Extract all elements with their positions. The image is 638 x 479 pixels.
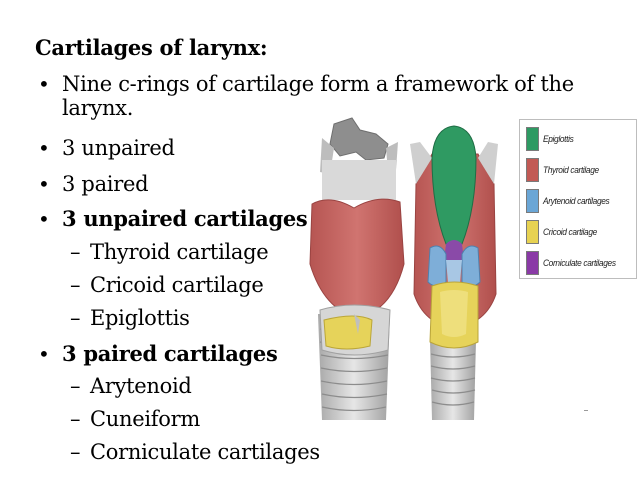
legend-item-epiglottis: Epiglottis (526, 126, 578, 152)
dash-glyph: – (70, 407, 81, 431)
larynx-front-view (309, 117, 405, 420)
subitem-thyroid: Thyroid cartilage (90, 240, 269, 264)
bullet-3-unpaired: 3 unpaired (62, 136, 175, 160)
bullet-paired-cartilages: 3 paired cartilages (62, 341, 278, 366)
legend-item-arytenoid: Arytenoid cartilages (526, 188, 618, 214)
bullet-3-paired: 3 paired (62, 172, 149, 196)
dash-glyph: – (70, 273, 81, 297)
subitem-cricoid: Cricoid cartilage (90, 273, 264, 297)
bullet-glyph: • (38, 342, 50, 366)
subitem-epiglottis: Epiglottis (90, 306, 190, 330)
decorative-mark (584, 410, 588, 411)
bullet-unpaired-cartilages: 3 unpaired cartilages (62, 206, 308, 231)
legend-item-cricoid: Cricoid cartilage (526, 219, 604, 245)
legend-label: Cricoid cartilage (543, 226, 597, 238)
bullet-glyph: • (38, 136, 50, 160)
larynx-illustration (309, 117, 498, 420)
subitem-arytenoid: Arytenoid (90, 374, 192, 398)
legend-swatch (526, 251, 539, 275)
slide-title: Cartilages of larynx: (35, 35, 268, 60)
legend-item-thyroid: Thyroid cartilage (526, 157, 606, 183)
legend-swatch (526, 189, 539, 213)
bullet-glyph: • (38, 72, 50, 96)
bullet-nine-rings: Nine c-rings of cartilage form a framewo… (62, 72, 574, 96)
legend-label: Corniculate cartilages (543, 257, 616, 269)
legend-label: Epiglottis (543, 133, 574, 145)
legend-label: Thyroid cartilage (543, 164, 599, 176)
legend-item-corniculate: Corniculate cartilages (526, 250, 626, 276)
legend-label: Arytenoid cartilages (543, 195, 610, 207)
dash-glyph: – (70, 374, 81, 398)
dash-glyph: – (70, 240, 81, 264)
larynx-back-view (410, 125, 498, 420)
bullet-glyph: • (38, 207, 50, 231)
legend-swatch (526, 127, 539, 151)
legend-swatch (526, 158, 539, 182)
bullet-nine-rings-continuation: larynx. (62, 96, 134, 120)
dash-glyph: – (70, 306, 81, 330)
subitem-corniculate: Corniculate cartilages (90, 440, 320, 464)
subitem-cuneiform: Cuneiform (90, 407, 200, 431)
dash-glyph: – (70, 440, 81, 464)
color-legend: Epiglottis Thyroid cartilage Arytenoid c… (519, 119, 637, 279)
legend-swatch (526, 220, 539, 244)
bullet-glyph: • (38, 172, 50, 196)
